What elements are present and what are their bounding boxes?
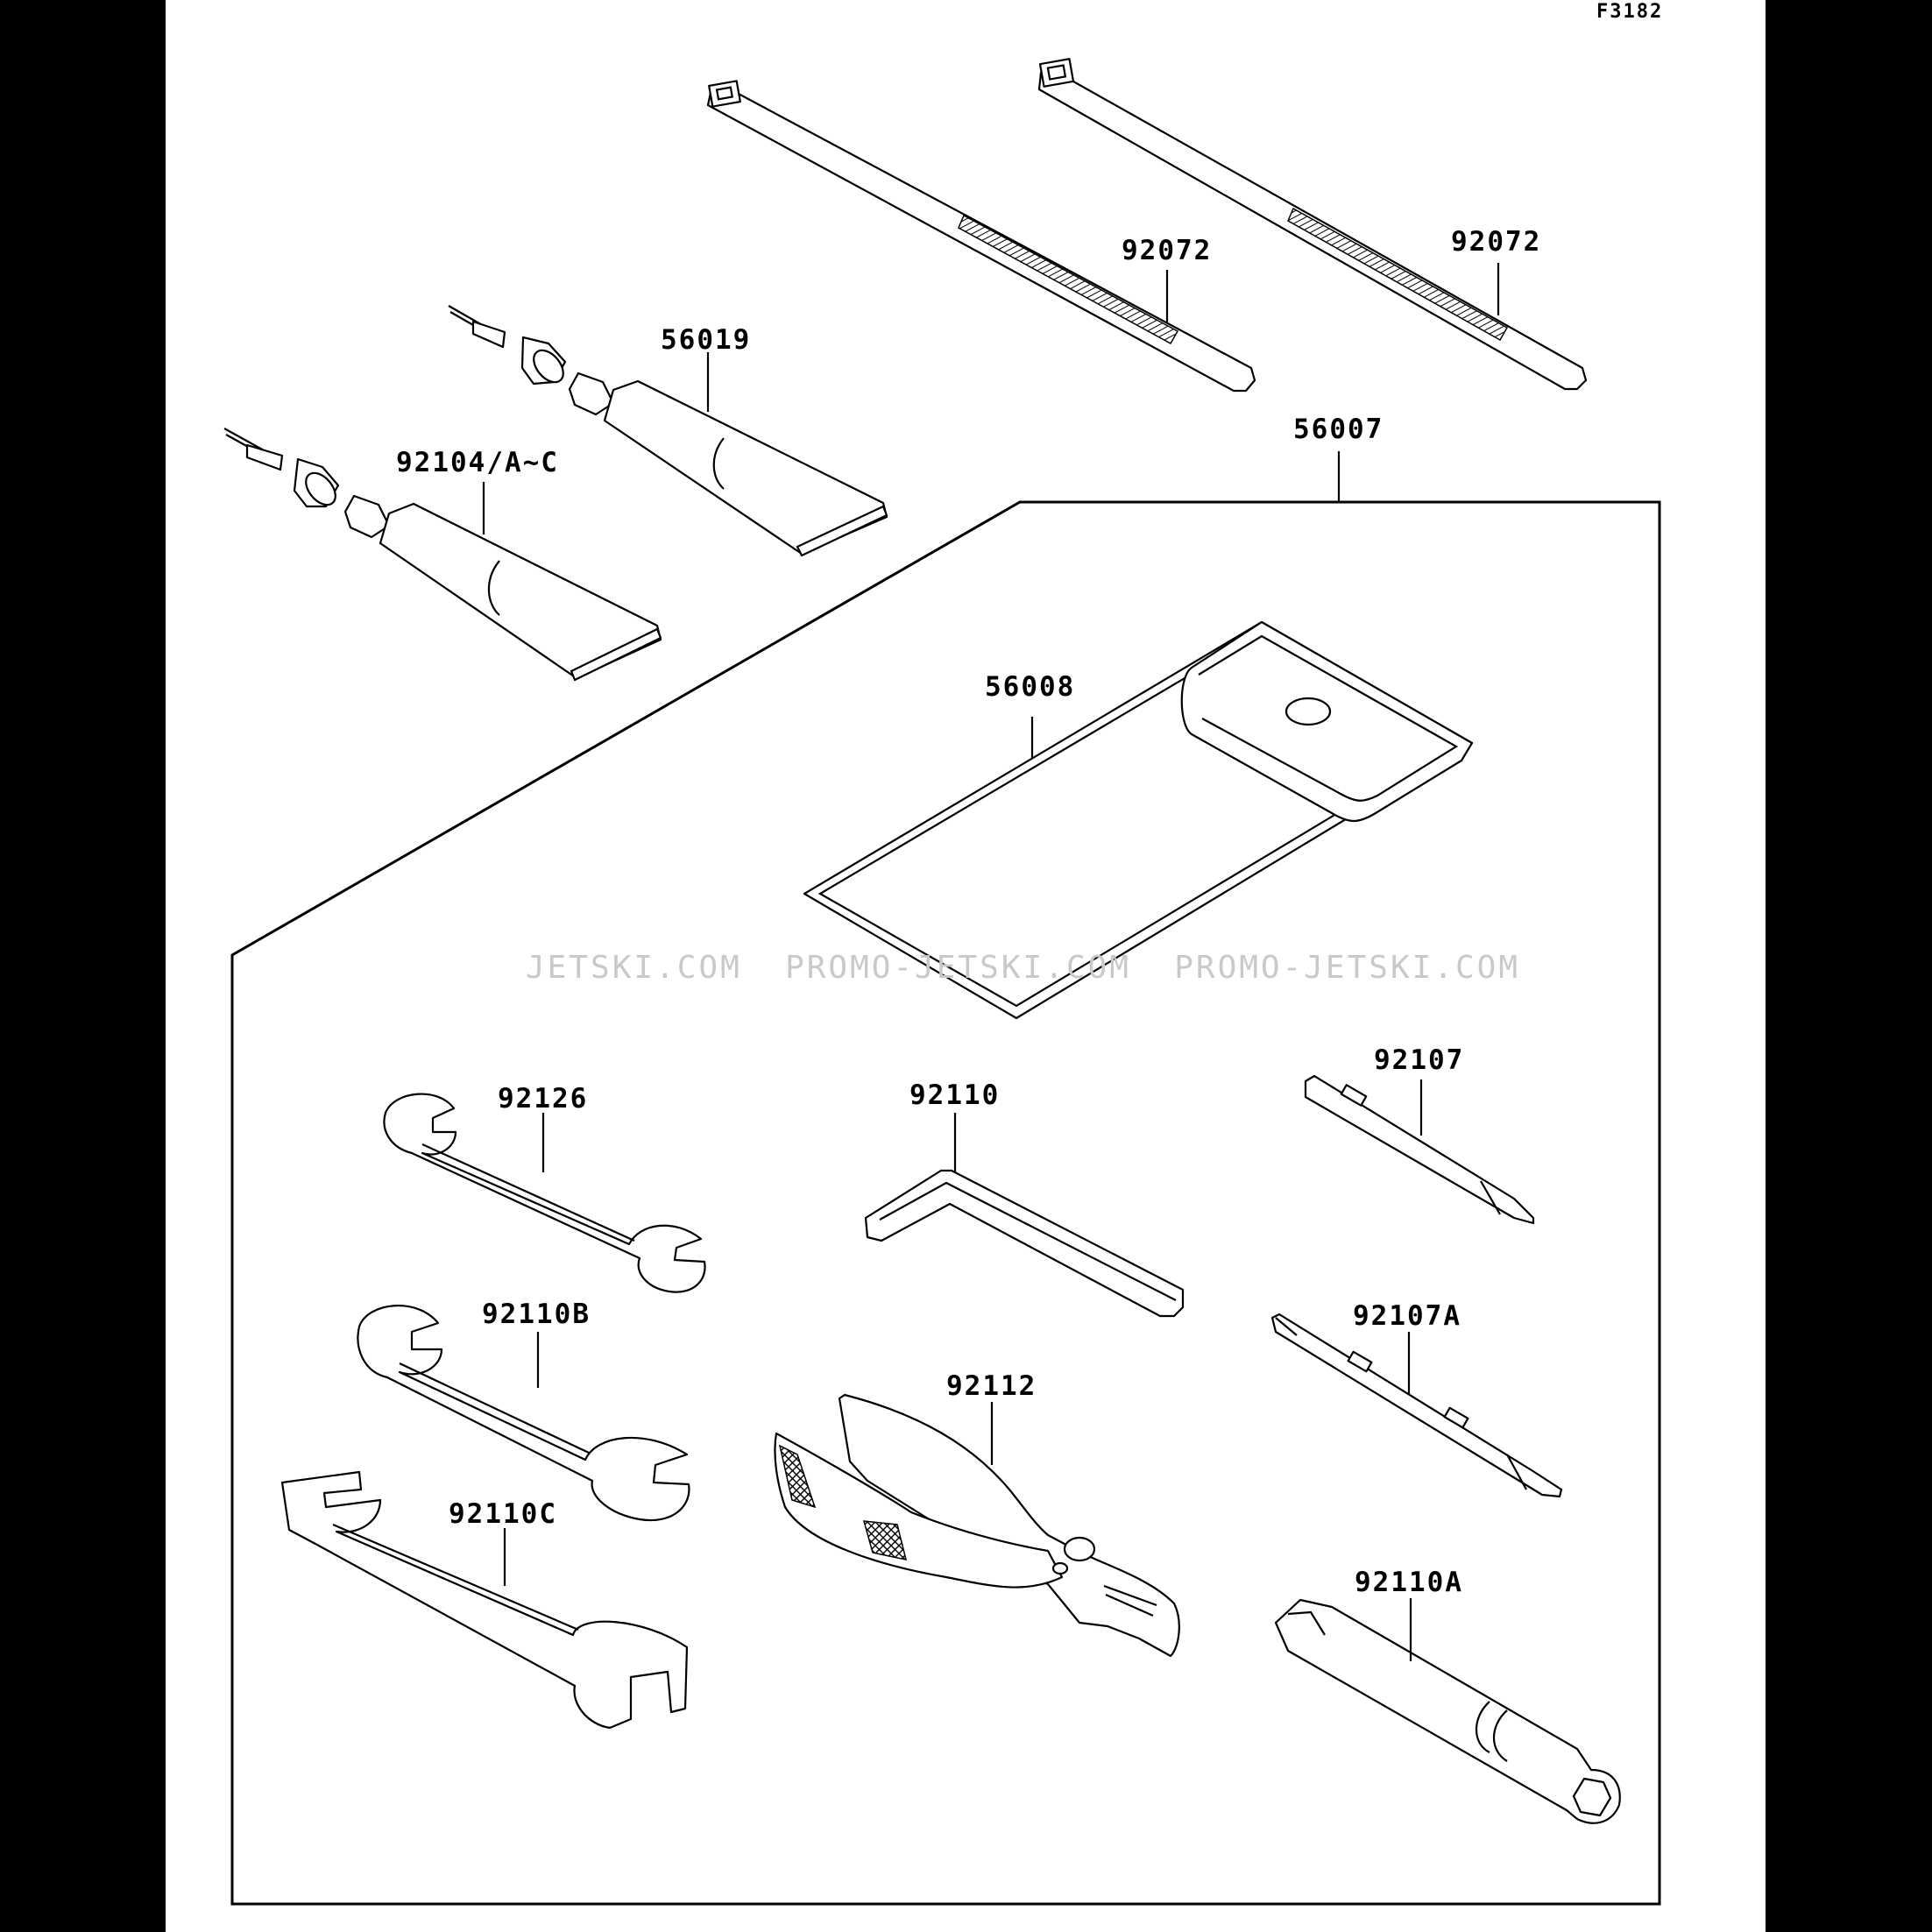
tool-kit-outline <box>230 500 1661 1906</box>
spark-plug-wrench-icon <box>1274 1598 1621 1824</box>
part-label-56007: 56007 <box>1293 414 1384 445</box>
pliers-icon <box>774 1393 1180 1658</box>
part-label-92126: 92126 <box>498 1083 588 1115</box>
leader-lines <box>482 263 1500 1661</box>
tool-bag-icon <box>803 620 1474 1020</box>
part-label-92110A: 92110A <box>1355 1567 1463 1598</box>
part-label-56008: 56008 <box>985 671 1075 703</box>
parts-diagram: F3182 <box>166 0 1766 1932</box>
screwdriver-bit-icon <box>1304 1074 1535 1225</box>
screwdriver-bit-icon <box>1270 1313 1563 1498</box>
wrench-icon <box>280 1470 689 1730</box>
figure-code: F3182 <box>1596 1 1663 23</box>
cable-tie-icon <box>706 80 1256 393</box>
wrench-icon <box>383 1093 706 1293</box>
part-label-92104: 92104/A~C <box>396 447 559 478</box>
part-label-92110: 92110 <box>909 1079 1000 1111</box>
part-label-92110B: 92110B <box>482 1299 591 1330</box>
wrench-icon <box>357 1305 690 1522</box>
part-label-92110C: 92110C <box>449 1498 557 1530</box>
part-label-92107A: 92107A <box>1353 1300 1461 1332</box>
part-label-92072a: 92072 <box>1122 235 1212 266</box>
cable-tie-icon <box>1037 58 1588 391</box>
grease-tube-icon <box>223 428 662 682</box>
watermark: JETSKI.COM PROMO-JETSKI.COM PROMO-JETSKI… <box>526 950 1520 986</box>
part-label-56019: 56019 <box>661 324 751 356</box>
hex-key-icon <box>864 1169 1185 1318</box>
part-label-92107: 92107 <box>1374 1044 1464 1076</box>
part-label-92072b: 92072 <box>1451 226 1541 258</box>
part-label-92112: 92112 <box>946 1370 1037 1402</box>
grease-tube-icon <box>448 305 888 557</box>
